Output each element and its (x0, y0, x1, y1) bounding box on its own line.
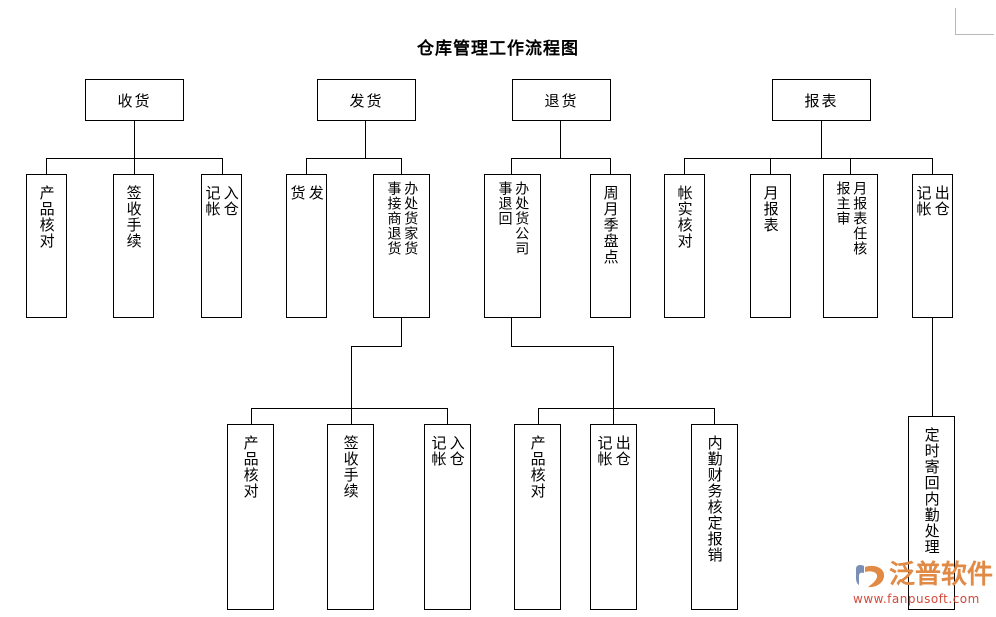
connector-receiving-child-3 (222, 158, 223, 174)
node-label: 定时寄回内勤处理 (922, 427, 941, 555)
node-label-columns: 事退回 办处货公司 (496, 181, 530, 256)
node-label-left-column: 月报表任核 (851, 181, 868, 256)
connector-shipping-stem (365, 121, 366, 158)
node-label: 产品核对 (528, 435, 547, 499)
node-label-columns: 事接商退货 办处货家货 (385, 181, 419, 256)
node-reports-child-2[interactable]: 月报表 (750, 174, 791, 318)
node-receiving-root[interactable]: 收货 (85, 79, 184, 121)
node-label: 退货 (544, 91, 579, 110)
node-reports-child-3[interactable]: 报主审 月报表任核 (823, 174, 878, 318)
node-label: 签收手续 (124, 185, 143, 249)
connector-returns-stem (560, 121, 561, 158)
node-label: 报表 (804, 91, 839, 110)
node-label-left-column: 办处货公司 (513, 181, 530, 256)
connector-shipping-sub-bus (251, 408, 447, 409)
node-reports-sub-child-1[interactable]: 定时寄回内勤处理 (908, 416, 955, 610)
node-receiving-child-1[interactable]: 产品核对 (26, 174, 67, 318)
connector-shipping-child-1 (306, 158, 307, 174)
node-label-right-column: 事退回 (496, 181, 513, 226)
node-label: 收货 (117, 91, 152, 110)
fanpu-logo-icon (856, 565, 885, 588)
connector-receiving-child-2 (134, 158, 135, 174)
node-returns-child-2[interactable]: 周月季盘点 (590, 174, 631, 318)
connector-shipping-sub-child-1 (251, 408, 252, 424)
node-label: 月报表 (761, 185, 780, 233)
node-label-left-column: 办处货家货 (402, 181, 419, 256)
node-label-columns: 报主审 月报表任核 (834, 181, 868, 256)
node-label: 周月季盘点 (601, 185, 620, 265)
node-label: 帐实核对 (675, 185, 694, 249)
node-returns-root[interactable]: 退货 (512, 79, 611, 121)
node-label: 产品核对 (37, 185, 56, 249)
node-returns-sub-child-1[interactable]: 产品核对 (514, 424, 561, 610)
connector-reports-child-1 (684, 158, 685, 174)
connector-returns-bus (511, 158, 611, 159)
connector-reports-child-2 (770, 158, 771, 174)
connector-shipping-bus (306, 158, 402, 159)
node-reports-child-4[interactable]: 出仓 记帐 (912, 174, 953, 318)
node-shipping-child-2[interactable]: 事接商退货 办处货家货 (373, 174, 430, 318)
connector-returns-sub-bus (538, 408, 714, 409)
node-returns-sub-child-2[interactable]: 出仓 记帐 (590, 424, 637, 610)
connector-reports-sub-stem (932, 318, 933, 416)
node-returns-sub-child-3[interactable]: 内勤财务核定报销 (691, 424, 738, 610)
connector-shipping-sub-jog (351, 346, 402, 347)
connector-returns-child-2 (610, 158, 611, 174)
connector-returns-sub-jog (511, 346, 613, 347)
connector-reports-bus (684, 158, 932, 159)
node-shipping-sub-child-1[interactable]: 产品核对 (227, 424, 274, 610)
node-label: 产品核对 (241, 435, 260, 499)
connector-shipping-sub-child-2 (351, 408, 352, 424)
connector-returns-child-1 (511, 158, 512, 174)
node-shipping-child-1[interactable]: 发 货 (286, 174, 327, 318)
connector-returns-sub-child-1 (538, 408, 539, 424)
node-label: 入仓 记帐 (429, 435, 466, 467)
connector-shipping-sub-stem-b (351, 346, 352, 408)
node-label-right-column: 事接商退货 (385, 181, 402, 256)
connector-reports-child-4 (932, 158, 933, 174)
page-corner-guide (955, 8, 994, 35)
node-reports-child-1[interactable]: 帐实核对 (664, 174, 705, 318)
page-title: 仓库管理工作流程图 (417, 39, 579, 59)
connector-returns-sub-child-2 (613, 408, 614, 424)
connector-shipping-sub-child-3 (447, 408, 448, 424)
connector-shipping-sub-stem-a (401, 318, 402, 346)
connector-receiving-child-1 (46, 158, 47, 174)
connector-shipping-child-2 (401, 158, 402, 174)
node-label: 入仓 记帐 (203, 185, 240, 217)
node-returns-child-1[interactable]: 事退回 办处货公司 (484, 174, 541, 318)
node-shipping-sub-child-3[interactable]: 入仓 记帐 (424, 424, 471, 610)
node-label: 出仓 记帐 (595, 435, 632, 467)
node-label: 出仓 记帐 (914, 185, 951, 217)
connector-receiving-stem (134, 121, 135, 158)
node-label: 内勤财务核定报销 (705, 435, 724, 563)
node-receiving-child-2[interactable]: 签收手续 (113, 174, 154, 318)
node-reports-root[interactable]: 报表 (772, 79, 871, 121)
connector-returns-sub-stem-b (613, 346, 614, 408)
connector-reports-stem (821, 121, 822, 158)
node-label: 发货 (349, 91, 384, 110)
node-shipping-root[interactable]: 发货 (317, 79, 416, 121)
node-label: 发 货 (288, 185, 325, 201)
connector-returns-sub-stem-a (511, 318, 512, 346)
connector-returns-sub-child-3 (714, 408, 715, 424)
node-label: 签收手续 (341, 435, 360, 499)
connector-reports-child-3 (850, 158, 851, 174)
node-receiving-child-3[interactable]: 入仓 记帐 (201, 174, 242, 318)
node-label-right-column: 报主审 (834, 181, 851, 226)
node-shipping-sub-child-2[interactable]: 签收手续 (327, 424, 374, 610)
